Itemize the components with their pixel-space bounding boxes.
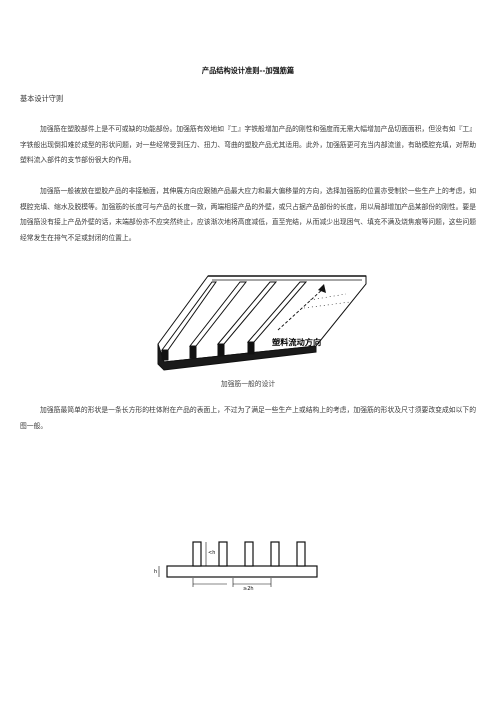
base-thickness-dimension: h [154, 569, 157, 575]
base-plate [166, 565, 318, 578]
rib [192, 541, 202, 567]
section-heading: 基本设计守则 [20, 94, 64, 103]
paragraph-1: 加强筋在塑胶部件上是不可或缺的功能部份。加强筋有效地如『工』字铁般增加产品的刚性… [20, 125, 476, 165]
flow-direction-label: 塑料流动方向 [272, 337, 321, 347]
rib-slot [189, 346, 197, 359]
rib-slot [217, 344, 225, 357]
rib [296, 541, 306, 567]
rib-height-dimension: <h [208, 550, 215, 556]
document-title: 产品结构设计准则--加强筋篇 [201, 66, 295, 75]
rib [270, 541, 280, 567]
figure1-caption: 加强筋一般的设计 [220, 380, 276, 388]
rib-dimension-figure: <h h ≥2h [154, 541, 318, 592]
rib-slot [247, 342, 255, 355]
rib-design-figure: 塑料流动方向 [157, 275, 367, 371]
paragraph-2: 加强筋一般被放在塑胶产品的非接触面，其伸展方向应跟随产品最大应力和最大偏移量的方… [20, 187, 476, 242]
rib [218, 541, 228, 567]
paragraph-3: 加强筋最简单的形状是一条长方形的柱体附在产品的表面上，不过为了满足一些生产上或结… [20, 406, 476, 430]
base-plate-edge [157, 343, 317, 371]
ribs [161, 281, 308, 361]
flow-arrow-icon [277, 284, 351, 331]
rib [244, 541, 254, 567]
ribs [192, 541, 306, 567]
rib-pitch-dimension: ≥2h [243, 586, 254, 592]
rib-slot [161, 350, 169, 361]
